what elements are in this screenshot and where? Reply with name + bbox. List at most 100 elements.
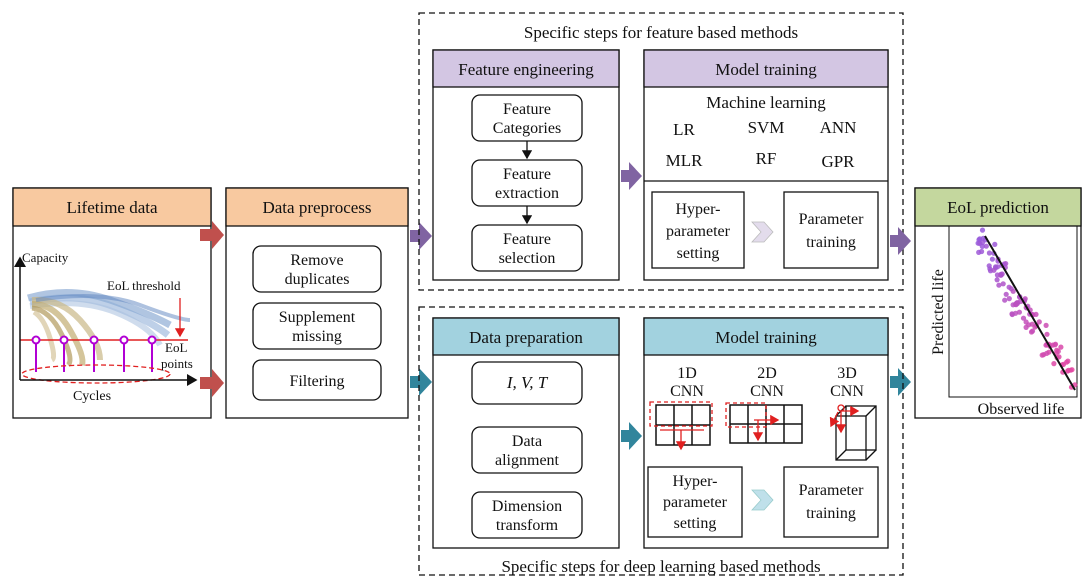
chevron-icon-feature [751,221,774,243]
hyper-l3-deep: setting [674,515,717,532]
hyper-param-box-deep [647,466,743,538]
cnn-2d-grid-icon [725,402,803,444]
supplement-missing-l1: Supplement [279,309,356,326]
eol-points-ellipse [21,364,171,384]
dimension-transform-l1: Dimension [492,498,562,515]
feature-branch-title: Specific steps for feature based methods [524,23,798,42]
ml-ann: ANN [820,118,857,137]
hyper-l3-feature: setting [677,245,720,262]
param-l1-feature: Parameter [799,211,865,228]
ml-lr: LR [673,120,695,139]
ivt-label: I, V, T [506,373,549,392]
scatter-point [1065,358,1071,364]
data-alignment-box [471,426,583,474]
eol-label-2: points [161,356,193,371]
data-alignment-l1: Data [512,433,542,450]
scatter-point [1023,319,1029,325]
scatter-point [986,250,993,256]
fe-header-bg [432,49,620,88]
lifetime-header: Lifetime data [66,198,158,217]
hyper-param-box-feature [651,191,745,269]
scatter-point [1051,361,1057,367]
feature-branch: Specific steps for feature based methods… [418,12,904,291]
purple-arrow-to-feature [410,222,432,250]
scatter-point [992,241,998,247]
dimension-transform-box [471,491,583,539]
ml-mlr: MLR [666,151,704,170]
param-training-box-deep [783,466,879,538]
data-alignment-l2: alignment [495,452,560,469]
scatter-point [1052,341,1059,347]
param-l1-deep: Parameter [799,482,865,499]
scatter-point [1043,322,1049,328]
scatter-point [979,239,986,246]
mt-header-deep-bg [643,317,889,356]
red-arrows [200,221,224,397]
hyper-l1-deep: Hyper- [673,473,718,490]
scatter-point [1033,311,1039,317]
cycles-label: Cycles [73,389,111,404]
scatter-point [1000,281,1006,287]
scatter-point [994,277,1000,283]
param-l2-deep: training [806,505,856,522]
feature-selection-l2: selection [499,250,556,267]
scatter-point [986,263,992,269]
feature-extraction-l1: Feature [503,166,551,183]
eol-header: EoL prediction [947,198,1049,217]
scatter-point [1009,311,1015,317]
supplement-missing-box [252,302,382,350]
scatter-point [1008,286,1014,292]
scatter-point [991,267,997,273]
ml-svm: SVM [748,118,785,137]
filtering-box [252,359,382,401]
scatter-point [979,243,985,249]
scatter-point [1044,331,1050,337]
ml-gpr: GPR [821,152,855,171]
ml-title: Machine learning [706,93,826,112]
feature-branch-dashed-frame [418,12,904,291]
deep-branch-dashed-frame [418,306,904,576]
scatter-point [979,227,986,233]
dimension-transform-l2: transform [496,517,559,534]
deep-branch: Specific steps for deep learning based m… [418,306,904,576]
feature-categories-l2: Categories [493,120,561,137]
fit-line [984,235,1076,391]
scatter-point [989,256,996,262]
scatter-point [1023,324,1029,330]
preprocess-panel: Data preprocess Remove duplicates Supple… [225,187,409,419]
scatter-points [975,227,1078,390]
teal-arrow-to-deep [410,368,432,396]
scatter-point [1006,296,1012,302]
filtering-label: Filtering [289,373,344,390]
remove-duplicates-l1: Remove [290,252,343,269]
scatter-point [1012,301,1019,307]
ivt-box [471,361,583,405]
eol-prediction-panel: EoL prediction Predicted life Observed l… [914,187,1082,419]
scatter-point [1065,367,1072,373]
scatter-point [1020,315,1027,321]
threshold-label: EoL threshold [107,278,181,293]
dp-header-bg [432,317,620,356]
capacity-curves [27,289,191,367]
lifetime-header-bg [12,187,212,227]
param-l2-feature: training [806,234,856,251]
ml-rf: RF [756,149,777,168]
hyper-l2-deep: parameter [663,494,728,511]
cnn3d-l2: CNN [830,383,864,400]
cnn1d-l2: CNN [670,383,704,400]
param-training-box-feature [783,191,879,269]
hyper-l1-feature: Hyper- [676,201,721,218]
cnn1d-l1: 1D [677,365,697,382]
teal-arrow-to-eol [890,368,911,396]
cnn-3d-cube-icon [829,404,877,461]
remove-duplicates-l2: duplicates [285,271,350,288]
observed-life-label: Observed life [978,401,1065,418]
preprocess-header-bg [225,187,409,227]
scatter-point [1044,350,1050,356]
cnn-1d-grid-icon [649,401,713,451]
mt-header-bg [643,49,889,88]
preprocess-header: Data preprocess [262,198,371,217]
lifetime-data-panel: Lifetime data Capacity EoL threshold EoL… [12,187,212,419]
